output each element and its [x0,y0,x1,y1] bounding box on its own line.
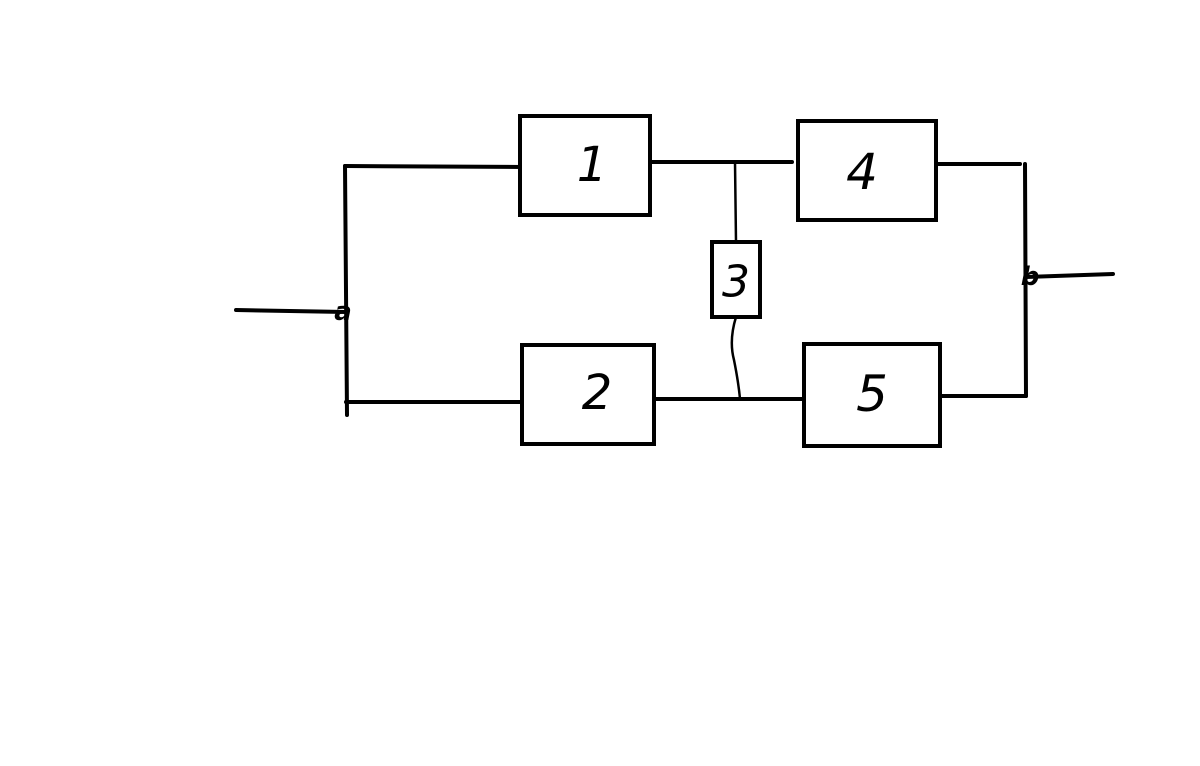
bridge-wire-top [733,160,738,244]
block-4-label: 4 [846,143,878,201]
wire-to-block-1 [343,164,526,169]
block-2-label: 2 [582,365,613,421]
block-5-label: 5 [856,365,888,423]
block-4: 4 [796,119,938,222]
block-1: 1 [518,114,652,217]
block-3: 3 [710,240,762,319]
left-bus [343,164,349,417]
block-2: 2 [520,343,656,446]
output-wire [1024,272,1115,279]
block-5: 5 [802,342,942,448]
input-node-label: a [334,297,352,327]
bridge-wire-bottom [730,315,742,401]
right-bus [1023,162,1028,398]
block-1-label: 1 [577,137,608,193]
output-node-label: b [1021,262,1040,292]
block-3-label: 3 [722,257,750,308]
input-wire [234,308,348,314]
